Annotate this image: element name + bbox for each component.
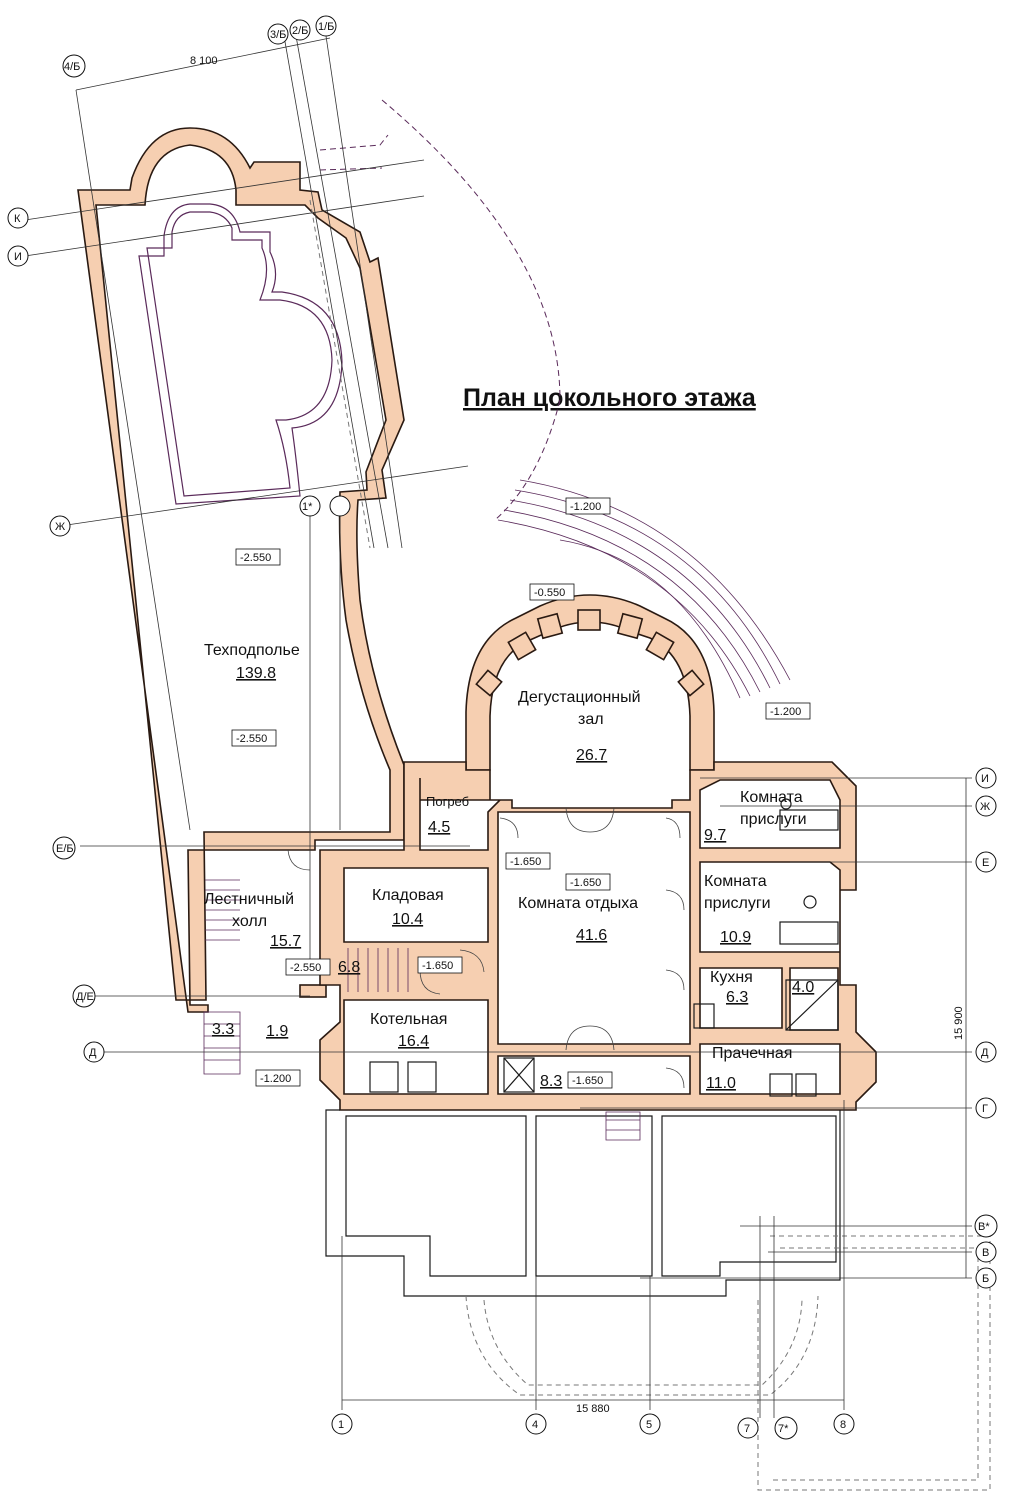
axis-label: 3/Б — [270, 29, 286, 41]
axis-markers: 1 4 5 7 7* 8 И Ж Е Д Г В* В Б К И Ж Е/Б — [7, 15, 998, 1440]
stair-hall-steps — [203, 879, 641, 1141]
room-name-tech: Техподполье — [204, 642, 300, 659]
level-mark: -2.550 — [236, 733, 267, 745]
room-area-tech: 139.8 — [236, 665, 276, 682]
level-mark: -1.200 — [770, 706, 801, 718]
room-name-rest: Комната отдыха — [518, 895, 638, 912]
room-name-stairhall: Лестничный — [204, 891, 294, 908]
room-name-boiler: Котельная — [370, 1011, 447, 1028]
room-area-small1: 3.3 — [212, 1021, 234, 1038]
room-area-rest: 41.6 — [576, 927, 607, 944]
level-mark: -1.200 — [570, 501, 601, 513]
level-mark: -1.650 — [510, 856, 541, 868]
room-area-vestib: 6.8 — [338, 959, 360, 976]
dimension-bottom: 15 880 — [576, 1403, 610, 1415]
pool-outline — [138, 203, 343, 505]
axis-label: Д/Е — [76, 991, 94, 1003]
level-mark: -0.550 — [534, 587, 565, 599]
room-name-cellar: Погреб — [426, 794, 469, 809]
room-name-laundry: Прачечная — [712, 1045, 792, 1062]
terrace-steps — [497, 479, 791, 699]
axis-label: 5 — [646, 1419, 652, 1431]
terrace-arc — [381, 99, 561, 521]
room-name-servant2-2: прислуги — [704, 895, 771, 912]
axis-label: И — [981, 773, 989, 785]
room-name-tasting: Дегустационный — [518, 689, 641, 706]
boilers — [369, 1061, 437, 1093]
room-name-pantry: Кладовая — [372, 887, 444, 904]
axis-label: Ж — [980, 801, 990, 813]
level-mark: -1.650 — [572, 1075, 603, 1087]
axis-label: 4/Б — [64, 61, 80, 73]
axis-label: 2/Б — [292, 25, 308, 37]
main-building-walls — [319, 594, 877, 1111]
room-area-laundry: 11.0 — [706, 1075, 736, 1092]
axis-label: Д — [981, 1047, 989, 1059]
room-name-tasting-2: зал — [578, 711, 604, 728]
lower-foundation — [325, 1109, 991, 1491]
room-name-servant2: Комната — [704, 873, 767, 890]
beds — [779, 798, 839, 945]
level-mark: -2.550 — [240, 552, 271, 564]
room-area-wc: 4.0 — [792, 979, 814, 996]
axis-label: Е — [982, 857, 989, 869]
room-area-kitchen: 6.3 — [726, 989, 748, 1006]
axis-label: В* — [978, 1221, 990, 1233]
axis-label: К — [14, 213, 21, 225]
room-area-boiler: 16.4 — [398, 1033, 429, 1050]
axis-label: В — [982, 1247, 989, 1259]
axis-label: Е/Б — [56, 843, 74, 855]
kitchen-laundry-equipment — [693, 979, 839, 1097]
left-wing-walls — [77, 127, 405, 1013]
level-mark: -1.200 — [260, 1073, 291, 1085]
axis-label: 4 — [532, 1419, 538, 1431]
shaft — [503, 1057, 535, 1093]
room-area-servant2: 10.9 — [720, 929, 751, 946]
level-mark: -1.650 — [422, 960, 453, 972]
room-name-stairhall-2: холл — [232, 913, 267, 930]
level-mark: -2.550 — [290, 962, 321, 974]
axis-label: 7* — [778, 1423, 789, 1435]
doors — [287, 807, 685, 1089]
room-name-servant1-2: прислуги — [740, 811, 807, 828]
room-area-stairhall: 15.7 — [270, 933, 301, 950]
axis-label: Ж — [55, 521, 65, 533]
room-area-small2: 1.9 — [266, 1023, 288, 1040]
level-mark: -1.650 — [570, 877, 601, 889]
axis-label: 1* — [302, 501, 313, 513]
dimension-top: 8 100 — [190, 55, 218, 67]
room-area-shaft: 8.3 — [540, 1073, 562, 1090]
room-labels: Техподполье 139.8 Дегустационный зал 26.… — [204, 642, 814, 1092]
room-name-servant1: Комната — [740, 789, 803, 806]
axis-label: Г — [982, 1103, 988, 1115]
axis-label: Б — [982, 1273, 989, 1285]
axis-label: 1 — [338, 1419, 344, 1431]
axis-label: И — [14, 251, 22, 263]
room-area-servant1: 9.7 — [704, 827, 726, 844]
room-area-cellar: 4.5 — [428, 819, 450, 836]
grid-lines — [24, 35, 972, 1418]
dimension-right: 15 900 — [953, 1006, 965, 1040]
axis-label: 1/Б — [318, 21, 334, 33]
plan-title: План цокольного этажа — [463, 384, 757, 412]
axis-label: Д — [89, 1047, 97, 1059]
level-markers: -1.200 -0.550 -1.200 -2.550 -2.550 -1.65… — [231, 497, 811, 1089]
axis-label: 7 — [744, 1423, 750, 1435]
room-name-kitchen: Кухня — [710, 969, 753, 986]
room-area-tasting: 26.7 — [576, 747, 607, 764]
room-area-pantry: 10.4 — [392, 911, 423, 928]
axis-label: 8 — [840, 1419, 846, 1431]
